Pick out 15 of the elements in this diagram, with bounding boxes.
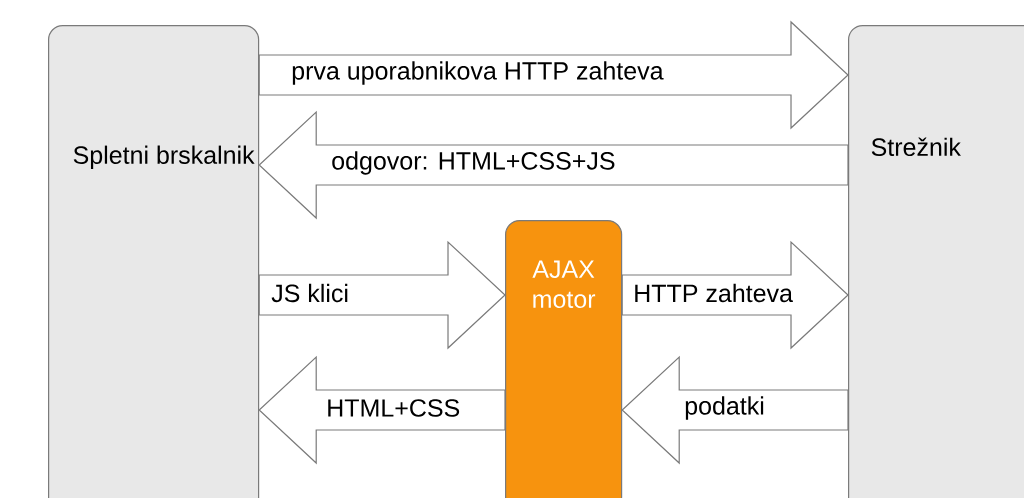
block-arrow	[258, 355, 506, 465]
edge-label: HTTP zahteva	[635, 283, 793, 303]
edge-label: odgovor: HTML+CSS+JS	[332, 151, 615, 175]
edge-label: podatki	[685, 396, 764, 420]
edge-label: prva uporabnikova HTTP zahteva	[292, 61, 664, 85]
block-arrow	[621, 240, 849, 350]
edge-label: JS klici	[271, 283, 348, 303]
edge-label: HTML+CSS	[328, 399, 460, 417]
browser-box: Spletni brskalnik	[48, 25, 260, 498]
block-arrow	[258, 20, 849, 130]
block-arrow	[258, 110, 849, 220]
block-arrow	[621, 355, 849, 465]
engine-box: AJAX motor	[505, 220, 623, 498]
server-box: Strežnik	[848, 25, 1024, 498]
block-arrow	[258, 240, 506, 350]
